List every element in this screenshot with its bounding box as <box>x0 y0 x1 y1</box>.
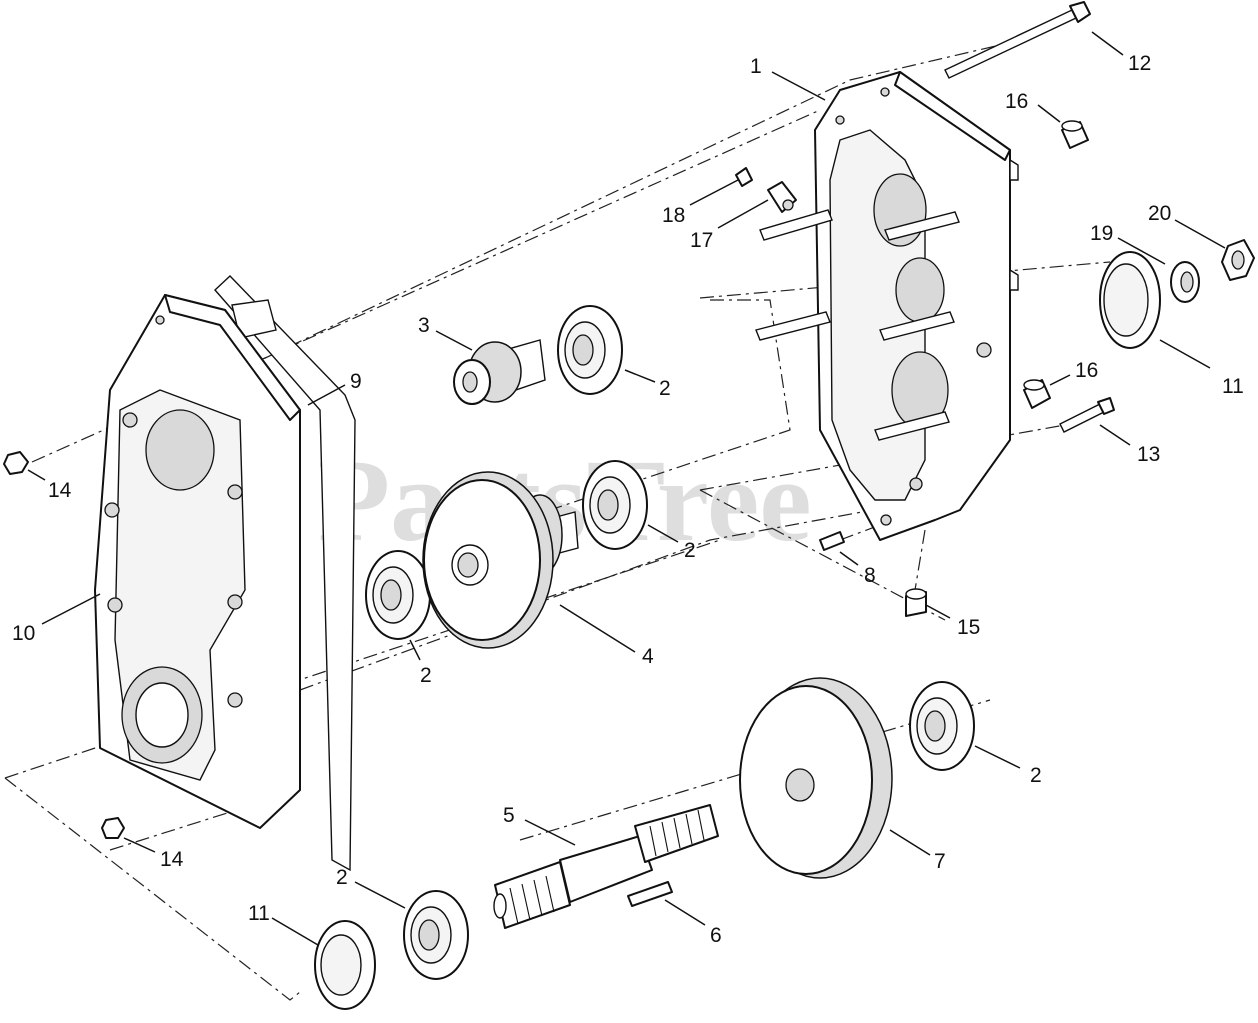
gearbox-housing-part-10 <box>94 294 301 829</box>
callout-8: 8 <box>864 564 876 587</box>
callout-16-top: 16 <box>1005 90 1028 113</box>
callout-5: 5 <box>503 804 515 827</box>
oil-seal-part-11-right <box>1099 251 1161 349</box>
callout-20: 20 <box>1148 202 1171 225</box>
callout-19: 19 <box>1090 222 1113 245</box>
housing-cover-part-1 <box>755 71 1019 541</box>
pinion-gear-part-3 <box>453 339 546 405</box>
nut-part-14-top <box>3 451 29 475</box>
callout-10: 10 <box>12 622 35 645</box>
callout-14-top: 14 <box>48 479 72 502</box>
callout-leaders <box>27 31 1226 946</box>
pin-part-8 <box>819 531 845 551</box>
callout-18: 18 <box>662 204 685 227</box>
callout-1: 1 <box>750 55 762 78</box>
callout-4: 4 <box>642 645 654 668</box>
gasket-part-9 <box>214 275 356 872</box>
plug-part-18 <box>735 167 753 187</box>
key-part-6 <box>627 881 673 907</box>
bearing-part-2-e <box>403 890 469 980</box>
long-bolt-part-12 <box>944 1 1091 79</box>
large-gear-part-7 <box>739 677 893 879</box>
bearing-part-2-d <box>909 681 975 771</box>
callout-2-b: 2 <box>684 539 696 562</box>
callout-13: 13 <box>1137 443 1160 466</box>
callout-16-lower: 16 <box>1075 359 1098 382</box>
dowel-part-16-lower <box>1023 379 1051 409</box>
callout-3: 3 <box>418 314 430 337</box>
nut-part-20 <box>1221 239 1255 281</box>
bearing-part-2-b <box>582 460 648 550</box>
callout-11-bottom: 11 <box>248 902 270 925</box>
bolt-part-13 <box>1059 397 1115 433</box>
callout-11-right: 11 <box>1222 375 1244 398</box>
callout-14-bottom: 14 <box>160 848 184 871</box>
callout-2-e: 2 <box>336 866 348 889</box>
dowel-part-16-top <box>1061 120 1089 149</box>
callout-7: 7 <box>934 850 946 873</box>
output-shaft-part-5 <box>493 804 719 929</box>
callout-12: 12 <box>1128 52 1151 75</box>
callout-2-d: 2 <box>1030 764 1042 787</box>
callout-17: 17 <box>690 229 713 252</box>
callout-2-a: 2 <box>659 377 671 400</box>
fitting-part-17 <box>767 181 797 213</box>
callout-2-c: 2 <box>420 664 432 687</box>
cluster-gear-part-4 <box>422 471 579 649</box>
callout-labels: 1 12 16 18 17 20 19 11 16 13 8 15 3 2 2 … <box>12 52 1244 947</box>
callout-6: 6 <box>710 924 722 947</box>
callout-9: 9 <box>350 370 362 393</box>
callout-15: 15 <box>957 616 980 639</box>
nut-part-14-bottom <box>101 817 125 839</box>
bearing-part-2-c <box>365 550 431 640</box>
dowel-part-15 <box>905 588 927 617</box>
bearing-part-2-a <box>557 305 623 395</box>
washer-part-19 <box>1170 261 1200 303</box>
oil-seal-part-11-bottom <box>314 920 376 1010</box>
